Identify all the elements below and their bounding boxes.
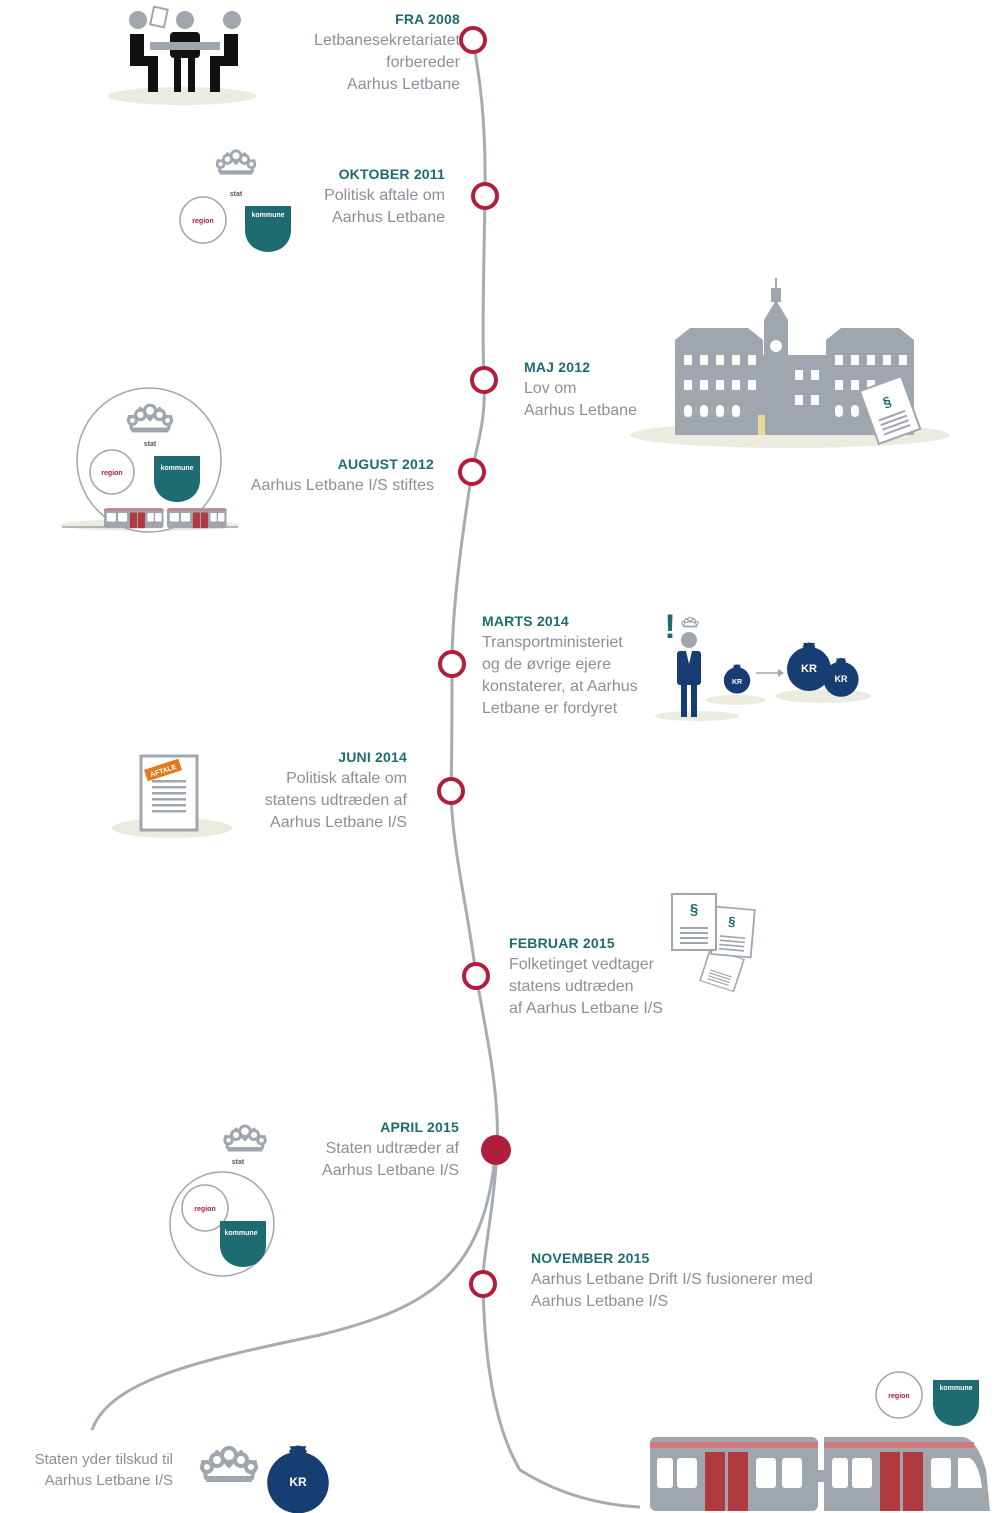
stat-label: stat bbox=[232, 1159, 245, 1166]
parliament-building-icon: § bbox=[630, 278, 950, 448]
event-description: Letbanesekretariatet forbereder Aarhus L… bbox=[314, 32, 460, 93]
cost-increase-icon: ! KR KR KR bbox=[655, 608, 871, 721]
event-description: Transportministeriet og de øvrige ejere … bbox=[482, 634, 638, 717]
paragraph-symbol: § bbox=[690, 901, 698, 918]
milestone-markers bbox=[437, 26, 511, 1298]
kr-label: KR bbox=[801, 663, 817, 675]
event-date: MAJ 2012 bbox=[524, 359, 591, 375]
event-date: FEBRUAR 2015 bbox=[509, 935, 615, 951]
meeting-icon bbox=[108, 5, 256, 105]
event-date: AUGUST 2012 bbox=[337, 456, 434, 472]
milestone-marker bbox=[438, 650, 466, 678]
milestone-marker bbox=[471, 182, 499, 210]
kommune-label: kommune bbox=[251, 212, 284, 219]
event-description: Politisk aftale om Aarhus Letbane bbox=[324, 187, 445, 226]
milestone-marker bbox=[458, 458, 486, 486]
event-description: Lov om Aarhus Letbane bbox=[524, 380, 637, 419]
event-description: Folketinget vedtager statens udtræden af… bbox=[509, 956, 663, 1017]
stat-label: stat bbox=[230, 191, 243, 198]
region-label: region bbox=[101, 470, 122, 477]
timeline-event-marts-2014: MARTS 2014 Transportministeriet og de øv… bbox=[482, 612, 657, 720]
exclamation-mark: ! bbox=[664, 608, 675, 646]
milestone-marker bbox=[459, 26, 487, 54]
paragraph-symbol: § bbox=[728, 914, 737, 930]
milestone-marker bbox=[470, 366, 498, 394]
state-exit-icon: stat region kommune bbox=[169, 1124, 275, 1277]
region-label: region bbox=[888, 1393, 909, 1400]
timeline-event-aug-2012: AUGUST 2012 Aarhus Letbane I/S stiftes bbox=[194, 455, 434, 497]
event-date: FRA 2008 bbox=[395, 11, 460, 27]
company-founded-icon: stat region kommune bbox=[60, 387, 240, 533]
branch-line bbox=[90, 1164, 496, 1431]
timeline-event-juni-2014: JUNI 2014 Politisk aftale om statens udt… bbox=[207, 748, 407, 834]
milestone-marker bbox=[469, 1270, 497, 1298]
law-documents-icon: § § bbox=[671, 893, 756, 993]
kommune-label: kommune bbox=[160, 465, 193, 472]
milestone-marker bbox=[437, 777, 465, 805]
merger-train-icon: region kommune bbox=[650, 1371, 990, 1511]
kr-label: KR bbox=[289, 1475, 307, 1489]
state-subsidy-icon: KR bbox=[200, 1446, 329, 1513]
event-date: NOVEMBER 2015 bbox=[531, 1250, 650, 1266]
footer-subsidy-text: Staten yder tilskud til Aarhus Letbane I… bbox=[34, 1451, 173, 1489]
kommune-label: kommune bbox=[939, 1385, 972, 1392]
owners-icon: stat region kommune bbox=[179, 149, 291, 252]
region-label: region bbox=[192, 218, 213, 225]
event-date: OKTOBER 2011 bbox=[338, 166, 445, 182]
timeline-event-april-2015: APRIL 2015 Staten udtræder af Aarhus Let… bbox=[259, 1118, 459, 1182]
event-description: Staten udtræder af Aarhus Letbane I/S bbox=[322, 1140, 459, 1179]
milestone-marker-filled bbox=[481, 1135, 511, 1165]
event-description: Aarhus Letbane Drift I/S fusionerer med … bbox=[531, 1271, 813, 1310]
timeline-event-2008: FRA 2008 Letbanesekretariatet forbereder… bbox=[240, 10, 460, 96]
kr-label: KR bbox=[732, 679, 742, 686]
stat-label: stat bbox=[144, 441, 157, 448]
tram-icon bbox=[650, 1437, 990, 1511]
event-description: Politisk aftale om statens udtræden af A… bbox=[264, 770, 407, 831]
kommune-label: kommune bbox=[224, 1230, 257, 1237]
timeline-event-feb-2015: FEBRUAR 2015 Folketinget vedtager staten… bbox=[509, 934, 699, 1020]
timeline-event-okt-2011: OKTOBER 2011 Politisk aftale om Aarhus L… bbox=[245, 165, 445, 229]
region-label: region bbox=[194, 1206, 215, 1213]
event-description: Aarhus Letbane I/S stiftes bbox=[250, 477, 434, 494]
event-date: APRIL 2015 bbox=[380, 1119, 459, 1135]
timeline-event-nov-2015: NOVEMBER 2015 Aarhus Letbane Drift I/S f… bbox=[531, 1249, 871, 1313]
event-date: MARTS 2014 bbox=[482, 613, 569, 629]
timeline-event-maj-2012: MAJ 2012 Lov om Aarhus Letbane bbox=[524, 358, 684, 422]
kr-label: KR bbox=[835, 674, 848, 684]
milestone-marker bbox=[462, 962, 490, 990]
event-date: JUNI 2014 bbox=[338, 749, 407, 765]
agreement-document-icon: AFTALE bbox=[112, 754, 232, 838]
